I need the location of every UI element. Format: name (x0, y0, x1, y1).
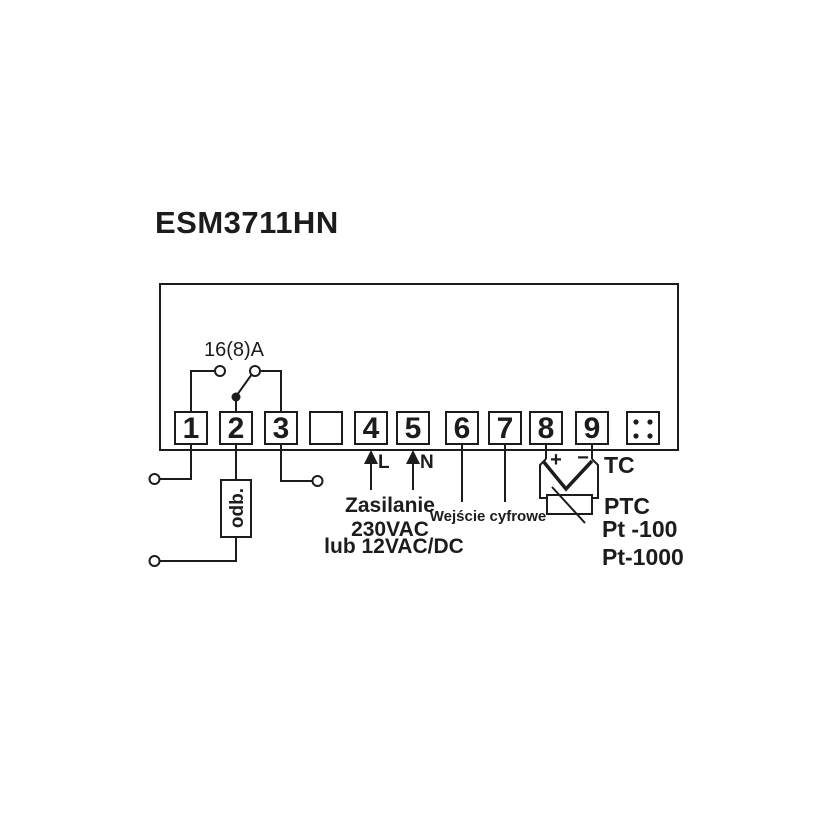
external-terminal-1-icon (148, 473, 161, 485)
terminal-label-4: 4 (363, 412, 380, 445)
terminal-box-7 (488, 411, 522, 445)
terminal-label-9: 9 (584, 412, 601, 445)
terminal-box-1 (174, 411, 208, 445)
ptc-label: PTC (604, 493, 650, 519)
connector-dots-icon (633, 419, 653, 439)
terminal-label-2: 2 (228, 412, 245, 445)
relay-rating-label: 16(8)A (204, 339, 265, 361)
thermistor-diagonal-icon (551, 486, 586, 524)
load-circuit: odb. (148, 444, 324, 567)
thermocouple-icon (541, 459, 594, 492)
relay-symbol: 16(8)A (190, 339, 282, 412)
relay-pivot-dot-icon (231, 392, 241, 402)
page-title: ESM3711HN (155, 205, 339, 240)
relay-contact-left-icon (214, 365, 226, 377)
terminal-box-8 (529, 411, 563, 445)
power-supply-section: L N Zasilanie 230VAC lub 12VAC/DC (324, 450, 464, 558)
terminal-box-6 (445, 411, 479, 445)
terminal-box-dots (626, 411, 660, 445)
terminal-label-8: 8 (538, 412, 555, 445)
pt1000-label: Pt-1000 (602, 544, 684, 570)
wire-terminal-1 (160, 444, 192, 480)
line-label: L (378, 452, 390, 473)
terminal-box-4 (354, 411, 388, 445)
power-arrow-n-icon (406, 450, 420, 464)
digital-input-label: Wejście cyfrowe (430, 508, 546, 525)
external-terminal-3-icon (311, 475, 324, 487)
terminal-label-3: 3 (273, 412, 290, 445)
wire-terminal-3 (280, 444, 312, 482)
tc-plus-label: + (550, 449, 562, 471)
terminal-box-9 (575, 411, 609, 445)
relay-contact-right-icon (249, 365, 261, 377)
wire-ptc-right (591, 458, 599, 499)
device-outline (159, 283, 679, 451)
terminal-strip: 1 2 3 4 5 6 7 8 9 (174, 411, 660, 445)
power-voltage-label: 230VAC (351, 518, 429, 541)
power-name-label: Zasilanie (345, 494, 435, 517)
load-box (220, 479, 252, 538)
thermistor-body-icon (546, 494, 593, 515)
relay-wire-nc (261, 370, 282, 412)
terminal-box-blank (309, 411, 343, 445)
relay-switch-arm-icon (236, 373, 253, 396)
sensor-input-section: + − TC PTC Pt -100 Pt-1000 (539, 444, 684, 570)
digital-input-section: Wejście cyfrowe (430, 444, 546, 525)
wire-terminal-2-bottom (160, 537, 237, 562)
neutral-label: N (420, 452, 434, 473)
tc-label: TC (604, 452, 635, 478)
external-terminal-2-icon (148, 555, 161, 567)
terminal-label-7: 7 (497, 412, 514, 445)
relay-wire-no (190, 370, 214, 412)
tc-minus-label: − (577, 447, 589, 469)
load-label: odb. (227, 488, 248, 528)
pt100-label: Pt -100 (602, 516, 677, 542)
terminal-label-1: 1 (183, 412, 200, 445)
wire-ptc-left (539, 458, 547, 499)
power-arrow-l-icon (364, 450, 378, 464)
terminal-box-5 (396, 411, 430, 445)
terminal-label-6: 6 (454, 412, 471, 445)
power-alt-voltage-label: lub 12VAC/DC (324, 535, 464, 558)
terminal-label-5: 5 (405, 412, 422, 445)
